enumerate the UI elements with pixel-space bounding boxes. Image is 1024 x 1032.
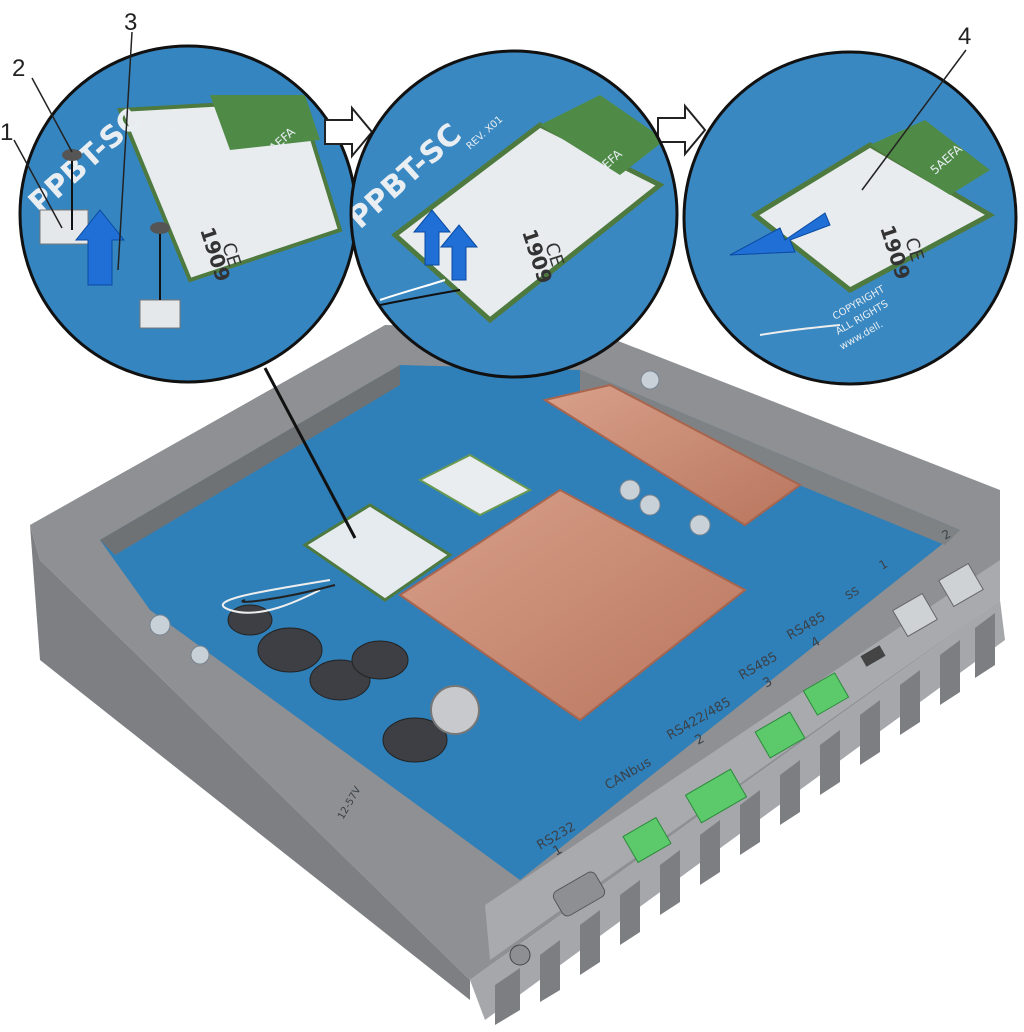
magnifier-step-3: CE 1909 5AEFA COPYRIGHT ALL RIGHTS www.d… — [682, 50, 1018, 386]
step-arrow-2 — [657, 103, 707, 157]
serial-port — [552, 871, 606, 917]
coin-battery — [430, 685, 480, 735]
wlan-card-installed — [302, 503, 453, 602]
chassis — [30, 325, 1005, 1025]
magnifier-leader-line — [263, 367, 357, 539]
slide-arrow-c — [729, 212, 831, 256]
cooling-fins — [495, 613, 995, 1025]
ground-screw — [509, 944, 531, 966]
callout-1: 1 — [0, 119, 13, 146]
step-arrow-1 — [324, 105, 374, 159]
magnifier-step-1: CE 1909 PPBT-SC REV. X01 5AEFA — [18, 44, 358, 384]
heatsink-large — [398, 488, 747, 722]
label-usb: SS — [843, 584, 862, 602]
chassis-front-face — [470, 600, 1005, 1020]
lift-arrow-b2 — [439, 224, 479, 281]
screw-1 — [62, 149, 82, 161]
screw-2 — [150, 222, 170, 234]
lift-arrow-b1 — [412, 209, 452, 266]
callout-3: 3 — [124, 9, 137, 36]
magnifier-step-2: CE 1909 PPBT-SC REV. X01 5AEFA — [349, 49, 679, 379]
callout-2: 2 — [12, 55, 25, 82]
lift-arrow-a — [74, 209, 126, 286]
chassis-left-wall — [30, 525, 470, 1000]
callout-leaders — [13, 31, 967, 271]
heatsink-small — [542, 383, 802, 527]
usb-port — [860, 645, 886, 667]
antenna-cable — [221, 579, 331, 614]
callout-4: 4 — [958, 23, 971, 50]
small-capacitors — [149, 370, 711, 665]
terminal-blocks — [622, 672, 850, 864]
m2-slot-secondary — [417, 453, 533, 517]
lan-ports — [892, 562, 984, 638]
